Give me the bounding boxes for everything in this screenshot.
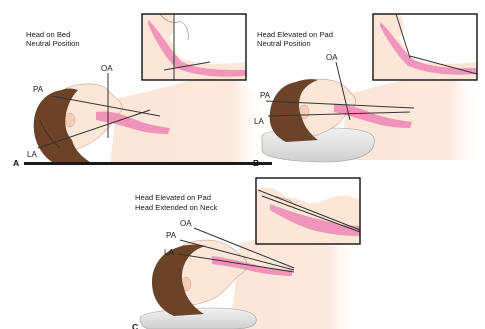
panel-a-caption-line1: Head on Bed: [26, 30, 70, 39]
panel-a-pa-label: PA: [33, 85, 44, 94]
panel-c-oa-label: OA: [180, 219, 192, 228]
panel-c-inset: [256, 178, 360, 244]
panel-b-caption-line1: Head Elevated on Pad: [257, 30, 333, 39]
panel-b-caption-line2: Neutral Position: [257, 39, 311, 48]
panel-c-letter: C: [132, 322, 138, 329]
panel-b-pa-label: PA: [260, 91, 271, 100]
panel-c-la-label: LA: [164, 248, 174, 257]
panel-c-pa-label: PA: [166, 231, 177, 240]
panel-c: Head Elevated on Pad Head Extended on Ne…: [132, 178, 360, 329]
panel-b-inset: [373, 14, 477, 80]
panel-a: Head on Bed Neutral Position OA PA LA A: [13, 14, 272, 168]
panel-a-bed: [24, 162, 272, 165]
panel-a-oa-label: OA: [101, 64, 113, 73]
panel-a-caption-line2: Neutral Position: [26, 39, 80, 48]
panel-a-letter: A: [13, 158, 19, 168]
panel-b-letter: B: [253, 158, 259, 168]
panel-a-la-label: LA: [27, 150, 37, 159]
panel-a-ear: [65, 113, 75, 127]
panel-b-oa-label: OA: [326, 53, 338, 62]
panel-a-inset: [142, 14, 246, 80]
panel-c-caption-line2: Head Extended on Neck: [135, 203, 218, 212]
panel-b: Head Elevated on Pad Neutral Position OA…: [253, 14, 485, 168]
panel-c-caption-line1: Head Elevated on Pad: [135, 193, 211, 202]
panel-b-la-label: LA: [254, 117, 264, 126]
